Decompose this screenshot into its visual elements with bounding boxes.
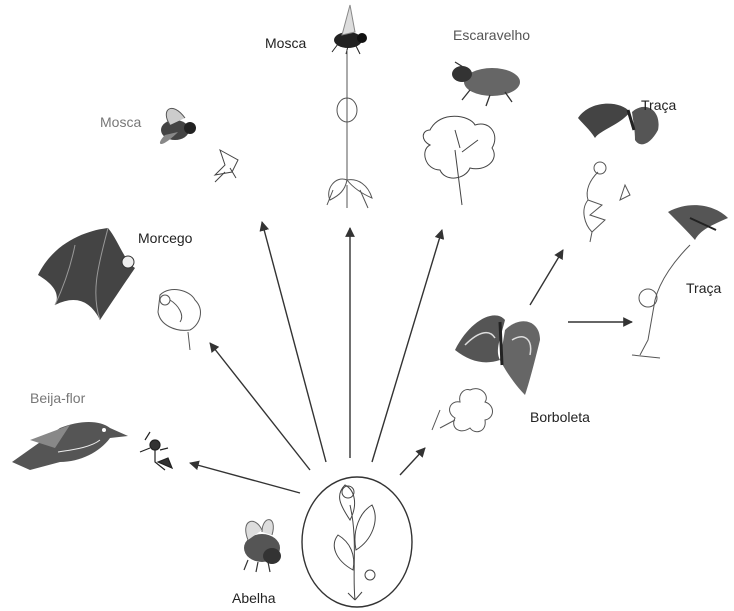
arrow-to-moth-flower (530, 250, 563, 305)
bat-icon (38, 228, 135, 320)
bat-flower (158, 290, 200, 350)
beetle-flower (423, 116, 495, 205)
arrow-to-hummingbird-flower (190, 463, 300, 493)
label-traca-right: Traça (686, 280, 721, 296)
fly-flower (327, 50, 372, 208)
arrow-to-hoverfly-flower (262, 222, 326, 462)
hummingbird-flower (140, 432, 172, 470)
ancestral-flower (302, 477, 412, 607)
beetle-icon (452, 62, 520, 106)
moth-flower (584, 162, 630, 242)
butterfly-icon (455, 315, 540, 395)
label-mosca-top: Mosca (265, 35, 306, 51)
fly-icon (332, 5, 367, 54)
hoverfly-flower (215, 150, 238, 182)
ancestral-flower-icon (334, 485, 375, 600)
label-escaravelho: Escaravelho (453, 27, 530, 43)
arrow-to-beetle-flower (372, 230, 442, 462)
arrow-to-butterfly-flower (400, 448, 425, 475)
label-beija-flor: Beija-flor (30, 390, 86, 406)
label-abelha: Abelha (232, 590, 276, 606)
bee-icon (244, 520, 281, 572)
hummingbird-icon (12, 422, 128, 470)
hawkmoth-icon (668, 205, 728, 240)
arrow-to-bat-flower (210, 343, 310, 470)
label-borboleta: Borboleta (530, 409, 590, 425)
hoverfly-icon (160, 108, 196, 144)
label-traca-top: Traça (641, 97, 676, 113)
label-mosca-left: Mosca (100, 114, 141, 130)
arrows (190, 222, 632, 493)
hawkmoth-flower (632, 245, 690, 358)
butterfly-flower (432, 389, 493, 432)
label-morcego: Morcego (138, 230, 193, 246)
